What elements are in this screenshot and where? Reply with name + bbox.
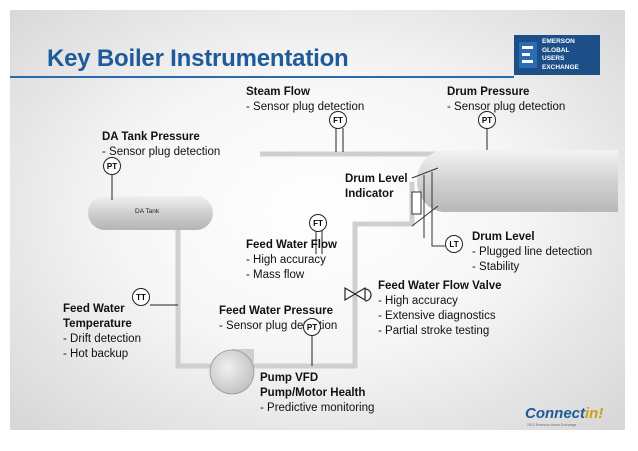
logo-line: EMERSON (542, 38, 575, 45)
feed-water-flow-item: - High accuracy (246, 254, 326, 266)
steam-flow-label: Steam Flow - Sensor plug detection (246, 85, 364, 115)
da-tank-label: DA Tank (135, 208, 160, 215)
steam-drum (417, 150, 618, 212)
title-underline (10, 76, 514, 78)
da-tank-pressure-title: DA Tank Pressure (102, 131, 200, 143)
feed-water-temperature-item: - Hot backup (63, 348, 129, 360)
feed-water-flow-valve (344, 286, 372, 302)
feed-water-flow-label: Feed Water Flow - High accuracy - Mass f… (246, 238, 337, 283)
connect-in-logo: Connectin! (525, 405, 603, 422)
da-tank-pressure-item: - Sensor plug detection (102, 146, 221, 158)
pump-title-2: Pump/Motor Health (260, 387, 366, 399)
drum-level-item: - Stability (472, 261, 520, 273)
steam-flow-item: - Sensor plug detection (246, 101, 365, 113)
feed-water-flow-item: - Mass flow (246, 269, 305, 281)
feed-water-flow-valve-label: Feed Water Flow Valve - High accuracy - … (378, 279, 502, 339)
da-tank (88, 196, 213, 230)
drum-level-item: - Plugged line detection (472, 246, 593, 258)
connect-in-tagline: 2013 Emerson Users Exchange (527, 423, 577, 427)
steam-flow-transmitter: FT (329, 111, 347, 129)
instrument-leaders (111, 128, 488, 366)
pump-title-1: Pump VFD (260, 372, 319, 384)
drum-level-indicator-title-1: Drum Level (345, 173, 408, 185)
feed-water-temp-transmitter: TT (132, 288, 150, 306)
da-tank-pressure-transmitter: PT (103, 157, 121, 175)
emerson-logo-icon (519, 42, 537, 68)
feed-water-temperature-title-2: Temperature (63, 318, 132, 330)
drum-pressure-title: Drum Pressure (447, 86, 530, 98)
logo-line: GLOBAL (542, 46, 570, 54)
drum-pressure-item: - Sensor plug detection (447, 101, 566, 113)
feed-water-temperature-title-1: Feed Water (63, 303, 125, 315)
connect-in-logo-accent: in! (585, 405, 604, 422)
feed-water-temperature-label: Feed Water Temperature - Drift detection… (63, 302, 141, 362)
feed-water-flow-valve-item: - High accuracy (378, 295, 458, 307)
drum-pressure-transmitter: PT (478, 111, 496, 129)
drum-pressure-label: Drum Pressure - Sensor plug detection (447, 85, 565, 115)
feedwater-pipe-from-tank (175, 222, 212, 369)
drum-level-gauge (411, 167, 445, 247)
feed-water-flow-valve-item: - Partial stroke testing (378, 325, 490, 337)
steam-flow-title: Steam Flow (246, 86, 310, 98)
pump (209, 349, 255, 395)
logo-line: USERS (542, 55, 565, 63)
emerson-logo: EMERSON GLOBAL USERS EXCHANGE (514, 35, 600, 75)
feed-water-pressure-transmitter: PT (303, 318, 321, 336)
feed-water-flow-valve-title: Feed Water Flow Valve (378, 280, 502, 292)
page-title: Key Boiler Instrumentation (47, 45, 349, 72)
da-tank-pressure-label: DA Tank Pressure - Sensor plug detection (102, 130, 220, 160)
logo-line: EXCHANGE (542, 63, 579, 71)
feed-water-flow-transmitter: FT (309, 214, 327, 232)
drum-level-title: Drum Level (472, 231, 535, 243)
feed-water-temperature-item: - Drift detection (63, 333, 141, 345)
drum-level-transmitter: LT (445, 235, 463, 253)
feed-water-flow-title: Feed Water Flow (246, 239, 337, 251)
connect-in-logo-main: Connect (525, 405, 585, 422)
drum-level-indicator-label: Drum Level Indicator (345, 172, 408, 202)
drum-level-indicator-title-2: Indicator (345, 188, 394, 200)
drum-level-label: Drum Level - Plugged line detection - St… (472, 230, 592, 275)
feed-water-pressure-title: Feed Water Pressure (219, 305, 333, 317)
feed-water-flow-valve-item: - Extensive diagnostics (378, 310, 496, 322)
pump-label: Pump VFD Pump/Motor Health - Predictive … (260, 371, 374, 416)
pump-item: - Predictive monitoring (260, 402, 375, 414)
